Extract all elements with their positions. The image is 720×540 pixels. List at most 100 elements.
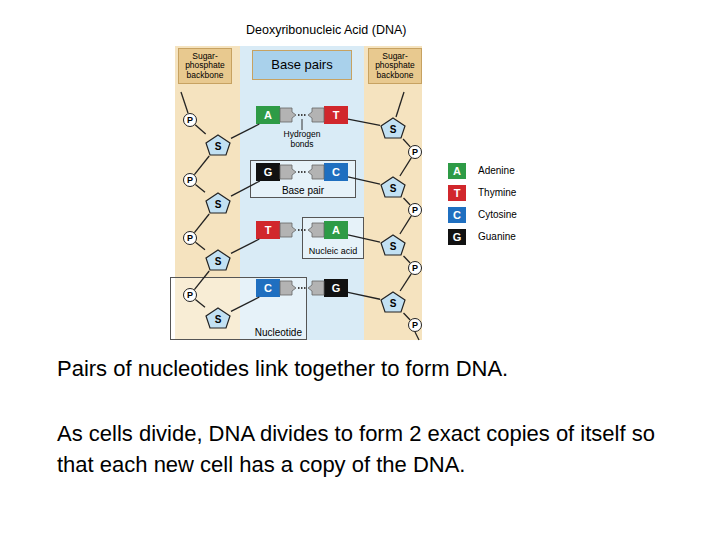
covalent-bond bbox=[195, 125, 205, 134]
node-text: P bbox=[184, 114, 196, 126]
base-color-block bbox=[256, 221, 280, 239]
base-shape bbox=[256, 106, 298, 124]
covalent-bond bbox=[348, 235, 380, 242]
covalent-bond bbox=[403, 139, 410, 147]
covalent-bond bbox=[348, 119, 380, 125]
caption-text: Pairs of nucleotides link together to fo… bbox=[57, 355, 687, 383]
backbone-header: Sugar-phosphate backbone bbox=[178, 48, 232, 84]
hydrogen-bond bbox=[298, 171, 306, 173]
covalent-bond bbox=[404, 256, 411, 263]
node-text: S bbox=[205, 192, 231, 214]
backbone-stub bbox=[396, 92, 404, 117]
covalent-bond bbox=[195, 299, 205, 307]
base-shape bbox=[256, 221, 298, 239]
legend-letter: G bbox=[448, 229, 466, 245]
base-block: C bbox=[256, 279, 298, 297]
covalent-bond bbox=[231, 124, 259, 138]
covalent-bond bbox=[231, 181, 260, 196]
covalent-bond bbox=[404, 198, 411, 205]
backbone-stub bbox=[415, 332, 419, 340]
base-block: A bbox=[256, 106, 298, 124]
node-text: P bbox=[409, 146, 421, 158]
base-knob bbox=[308, 281, 324, 295]
covalent-bond bbox=[196, 242, 205, 249]
covalent-bond bbox=[400, 216, 411, 234]
covalent-bond bbox=[195, 184, 205, 192]
node-text: Sugar-phosphate backbone bbox=[179, 49, 231, 83]
sugar-shape bbox=[206, 250, 230, 270]
leader-line bbox=[302, 119, 303, 130]
base-shape bbox=[256, 163, 298, 181]
node-text: Nucleotide bbox=[171, 327, 306, 338]
legend-text: Cytosine bbox=[478, 207, 517, 223]
column-header: Base pairs bbox=[252, 50, 352, 80]
node-text: S bbox=[380, 117, 406, 139]
covalent-bond bbox=[348, 292, 380, 299]
sugar-shape bbox=[381, 235, 405, 255]
node-text: P bbox=[409, 262, 421, 274]
sugar-pentagon: S bbox=[205, 192, 231, 214]
node-text: S bbox=[380, 234, 406, 256]
legend-text: Adenine bbox=[478, 163, 515, 179]
node-text: P bbox=[184, 174, 196, 186]
sugar-pentagon: S bbox=[205, 134, 231, 156]
phosphate-circle: P bbox=[408, 261, 422, 275]
covalent-bond bbox=[194, 271, 209, 290]
legend-entry: Guanine bbox=[448, 229, 558, 245]
phosphate-circle: P bbox=[408, 145, 422, 159]
backbone-header: Sugar-phosphate backbone bbox=[368, 48, 422, 84]
covalent-bond bbox=[400, 274, 411, 291]
node-text: P bbox=[409, 204, 421, 216]
node-text: Nucleic acid bbox=[303, 247, 363, 257]
sugar-pentagon: S bbox=[205, 249, 231, 271]
base-block: C bbox=[306, 163, 348, 181]
sugar-shape bbox=[206, 135, 230, 155]
covalent-bond bbox=[194, 156, 209, 175]
covalent-bond bbox=[231, 239, 259, 253]
node-text: S bbox=[380, 291, 406, 313]
base-pair-frame: Base pairGC bbox=[250, 160, 356, 198]
phosphate-circle: P bbox=[183, 173, 197, 187]
covalent-bond bbox=[194, 214, 209, 233]
phosphate-circle: P bbox=[183, 288, 197, 302]
base-block: A bbox=[306, 221, 348, 239]
covalent-bond bbox=[231, 297, 259, 311]
sugar-shape bbox=[381, 177, 405, 197]
base-knob bbox=[280, 108, 296, 122]
node-text: A bbox=[324, 221, 348, 239]
base-knob bbox=[308, 108, 324, 122]
covalent-bond bbox=[348, 177, 380, 184]
node-text: G bbox=[256, 163, 280, 181]
base-color-block bbox=[324, 106, 348, 124]
node-text: P bbox=[409, 319, 421, 331]
sugar-shape bbox=[381, 292, 405, 312]
base-color-block bbox=[256, 106, 280, 124]
base-color-block bbox=[324, 221, 348, 239]
base-shape bbox=[306, 279, 348, 297]
base-knob bbox=[280, 281, 296, 295]
legend-entry: Adenine bbox=[448, 163, 558, 179]
base-knob bbox=[280, 223, 296, 237]
legend-entry: Thymine bbox=[448, 185, 558, 201]
node-text: T bbox=[324, 106, 348, 124]
base-color-block bbox=[324, 279, 348, 297]
node-text: P bbox=[184, 232, 196, 244]
base-block: G bbox=[306, 279, 348, 297]
node-text: S bbox=[205, 249, 231, 271]
sugar-shape bbox=[206, 308, 230, 328]
backbone-stub bbox=[181, 92, 188, 113]
node-text: T bbox=[256, 221, 280, 239]
phosphate-circle: P bbox=[408, 203, 422, 217]
node-text: S bbox=[380, 176, 406, 198]
base-shape bbox=[256, 279, 298, 297]
legend-letter: T bbox=[448, 185, 466, 201]
base-knob bbox=[308, 165, 324, 179]
node-text: Base pairs bbox=[253, 51, 351, 79]
sugar-shape bbox=[206, 193, 230, 213]
sugar-pentagon: S bbox=[380, 291, 406, 313]
sugar-shape bbox=[381, 118, 405, 138]
base-knob bbox=[308, 223, 324, 237]
sugar-pentagon: S bbox=[380, 234, 406, 256]
nucleic-acid-frame: Nucleic acid A bbox=[302, 217, 364, 259]
